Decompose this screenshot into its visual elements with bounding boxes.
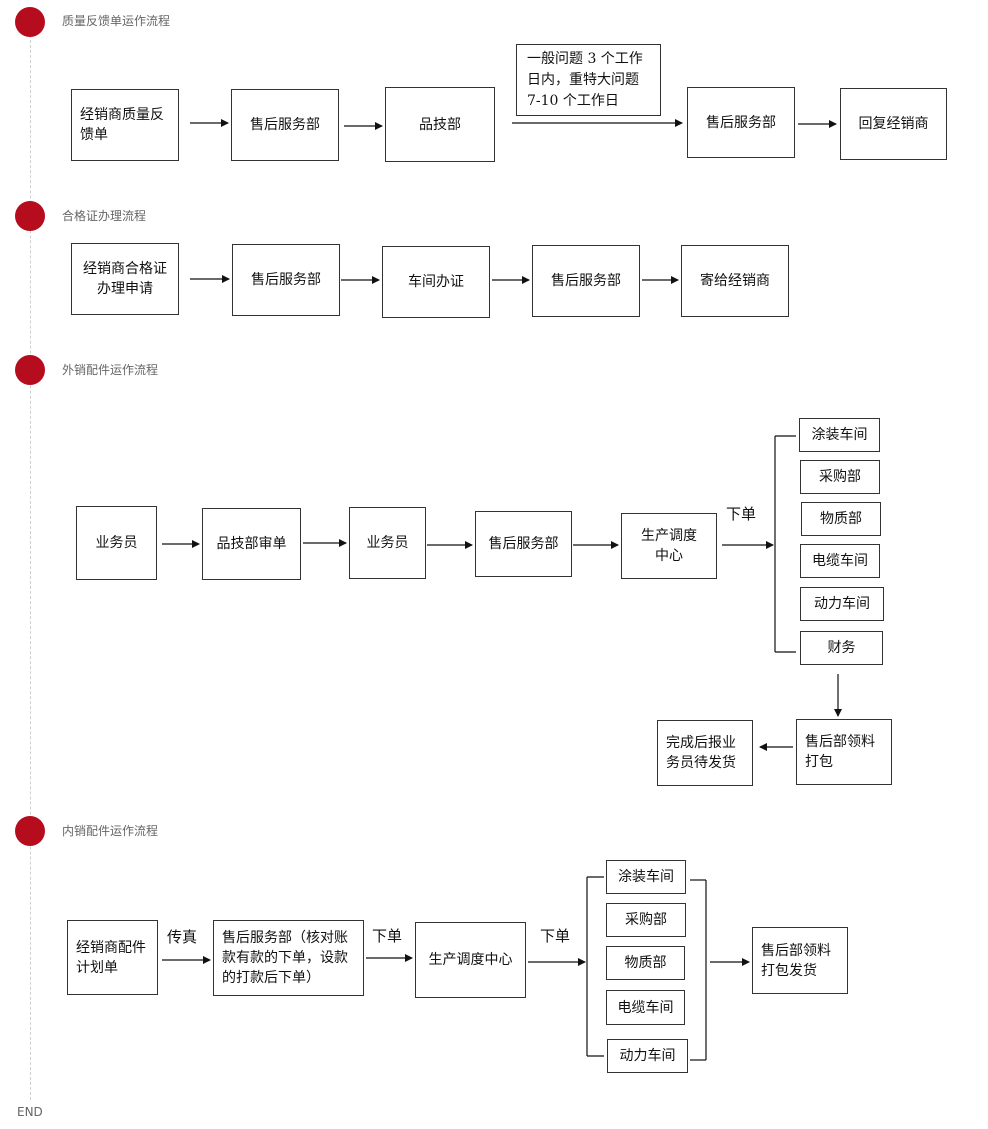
box-dispatch-center: 生产调度 中心 — [621, 513, 717, 579]
section-title-quality-feedback: 质量反馈单运作流程 — [62, 14, 171, 28]
box-salesman-2: 业务员 — [349, 507, 426, 579]
box-dept-painting: 涂装车间 — [606, 860, 686, 894]
box-pickup-pack: 售后部领料 打包 — [796, 719, 892, 785]
end-label: END — [17, 1105, 43, 1119]
box-dealer-quality-feedback: 经销商质量反 馈单 — [71, 89, 179, 161]
box-dispatch-center: 生产调度中心 — [415, 922, 526, 998]
box-after-sales-1: 售后服务部 — [232, 244, 340, 316]
timeline-line — [30, 20, 31, 1100]
label-fax: 传真 — [167, 928, 198, 946]
label-place-order-2: 下单 — [540, 927, 571, 945]
box-after-sales: 售后服务部 — [475, 511, 572, 577]
box-dept-cable: 电缆车间 — [800, 544, 880, 578]
box-tech-dept: 品技部 — [385, 87, 495, 162]
box-dept-cable: 电缆车间 — [606, 990, 685, 1025]
label-place-order: 下单 — [726, 505, 757, 523]
box-dealer-parts-plan: 经销商配件 计划单 — [67, 920, 158, 995]
box-response-time-note: 一般问题 3 个工作 日内，重特大问题 7-10 个工作日 — [516, 44, 661, 116]
section-title-certificate: 合格证办理流程 — [62, 209, 147, 223]
box-dept-painting: 涂装车间 — [799, 418, 880, 452]
box-tech-review: 品技部审单 — [202, 508, 301, 580]
label-place-order-1: 下单 — [372, 927, 403, 945]
box-dept-power: 动力车间 — [800, 587, 884, 621]
box-salesman-1: 业务员 — [76, 506, 157, 580]
box-dealer-cert-apply: 经销商合格证 办理申请 — [71, 243, 179, 315]
section-title-domestic-parts: 内销配件运作流程 — [62, 824, 159, 838]
box-dept-purchasing: 采购部 — [800, 460, 880, 494]
box-mail-dealer: 寄给经销商 — [681, 245, 789, 317]
section-marker-2 — [15, 201, 45, 231]
box-after-sales-2: 售后服务部 — [532, 245, 640, 317]
box-reply-dealer: 回复经销商 — [840, 88, 947, 160]
section-title-export-parts: 外销配件运作流程 — [62, 363, 159, 377]
box-pickup-pack-ship: 售后部领料 打包发货 — [752, 927, 848, 994]
section-marker-1 — [15, 7, 45, 37]
box-after-sales-check: 售后服务部（核对账 款有款的下单，设款 的打款后下单） — [213, 920, 364, 996]
box-after-sales-1: 售后服务部 — [231, 89, 339, 161]
box-workshop-cert: 车间办证 — [382, 246, 490, 318]
box-dept-materials: 物质部 — [801, 502, 881, 536]
section-marker-4 — [15, 816, 45, 846]
box-after-sales-2: 售后服务部 — [687, 87, 795, 158]
section-marker-3 — [15, 355, 45, 385]
box-report-salesman: 完成后报业 务员待发货 — [657, 720, 753, 786]
box-dept-power: 动力车间 — [607, 1039, 688, 1073]
box-dept-materials: 物质部 — [606, 946, 685, 980]
box-dept-purchasing: 采购部 — [606, 903, 686, 937]
box-dept-finance: 财务 — [800, 631, 883, 665]
